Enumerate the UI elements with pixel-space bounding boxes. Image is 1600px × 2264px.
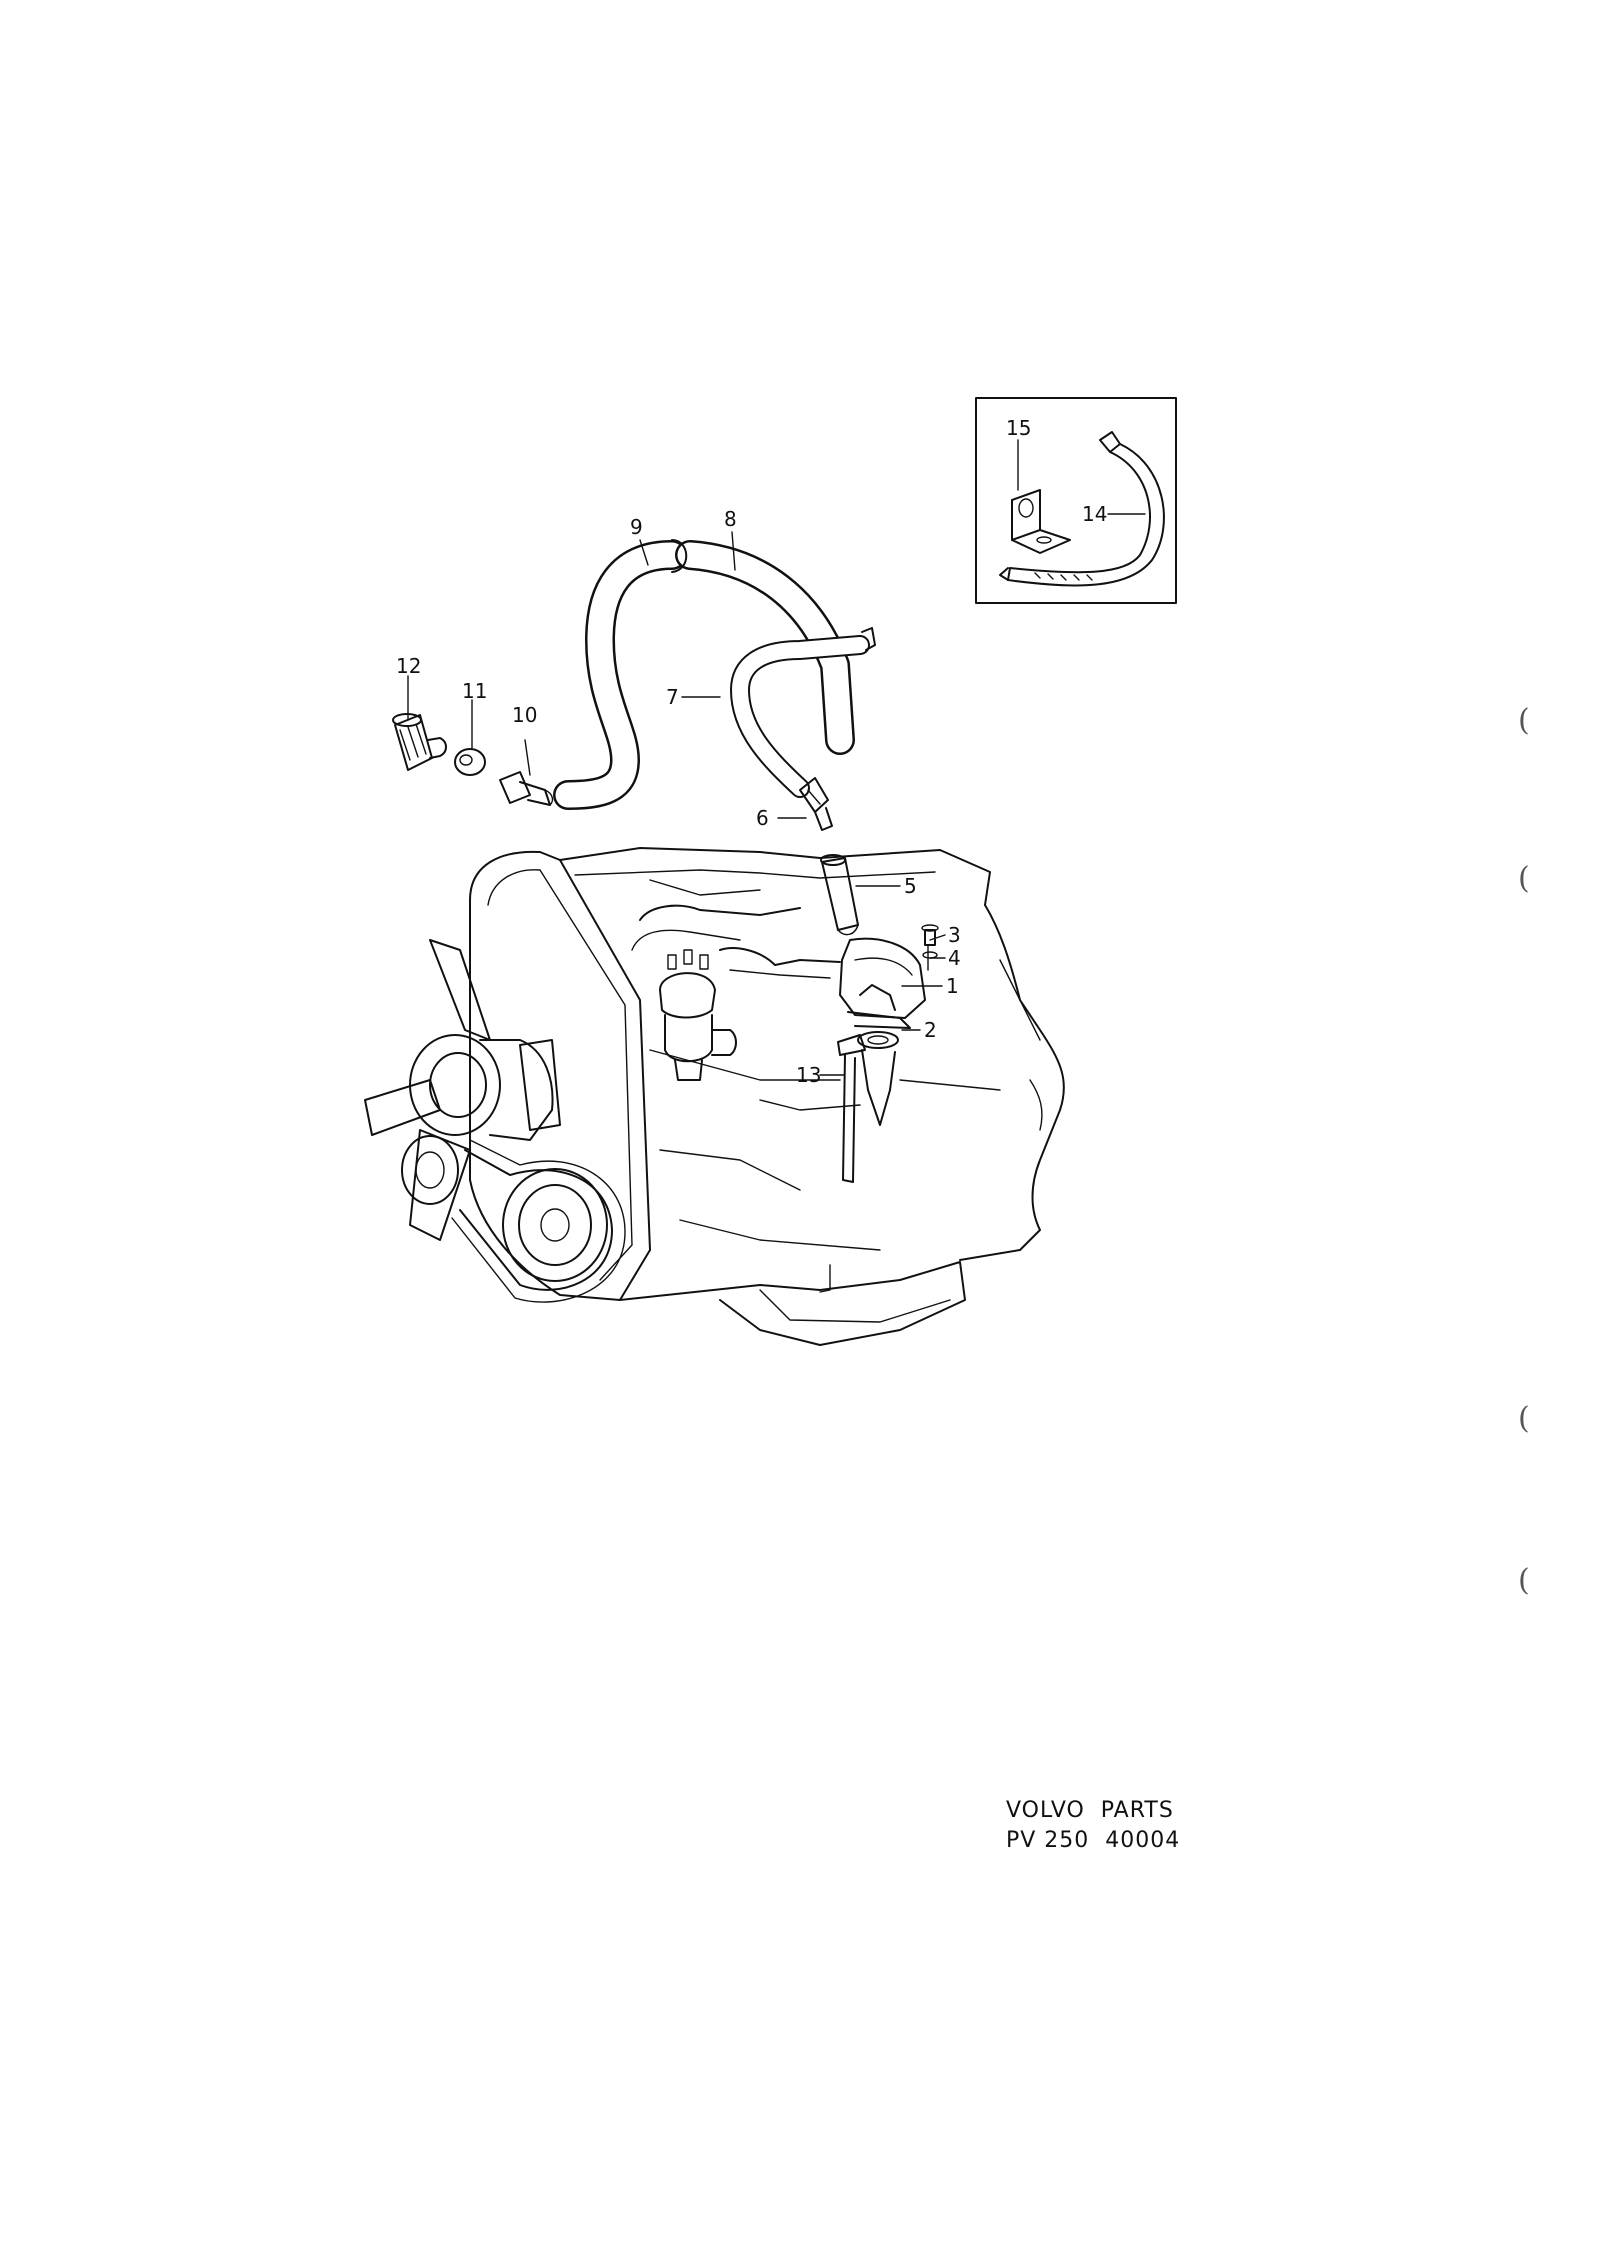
callout-2: 2 xyxy=(924,1018,937,1042)
caption-line-2: PV 250 40004 xyxy=(1006,1828,1181,1853)
callout-8: 8 xyxy=(724,507,737,531)
fan-and-pulleys xyxy=(364,939,626,1303)
callout-6: 6 xyxy=(756,806,769,830)
margin-mark: ( xyxy=(1518,1401,1530,1436)
callout-12: 12 xyxy=(396,654,421,678)
callout-10: 10 xyxy=(512,703,537,727)
callout-9: 9 xyxy=(630,515,643,539)
margin-mark: ( xyxy=(1518,703,1530,738)
engine-block xyxy=(469,847,1065,1346)
vent-hoses xyxy=(553,539,939,1183)
callout-13: 13 xyxy=(796,1063,821,1087)
callout-14: 14 xyxy=(1082,502,1107,526)
callout-leaders xyxy=(407,439,1146,1076)
caption-line-1: VOLVO PARTS xyxy=(1006,1798,1174,1823)
callout-7: 7 xyxy=(666,685,679,709)
margin-mark: ( xyxy=(1518,861,1530,896)
fittings-10-12 xyxy=(392,713,554,806)
callout-15: 15 xyxy=(1006,416,1031,440)
callout-4: 4 xyxy=(948,946,961,970)
callout-3: 3 xyxy=(948,923,961,947)
callout-5: 5 xyxy=(904,874,917,898)
margin-marks: ( ( ( ( xyxy=(1518,703,1530,1598)
callout-11: 11 xyxy=(462,679,487,703)
distributor xyxy=(659,949,737,1081)
document-caption: VOLVO PARTS PV 250 40004 xyxy=(1006,1796,1180,1856)
callout-1: 1 xyxy=(946,974,959,998)
margin-mark: ( xyxy=(1518,1563,1530,1598)
inset-detail xyxy=(975,397,1177,604)
callout-labels: 1 2 3 4 5 6 7 8 9 10 11 12 13 14 15 xyxy=(396,416,1107,1087)
